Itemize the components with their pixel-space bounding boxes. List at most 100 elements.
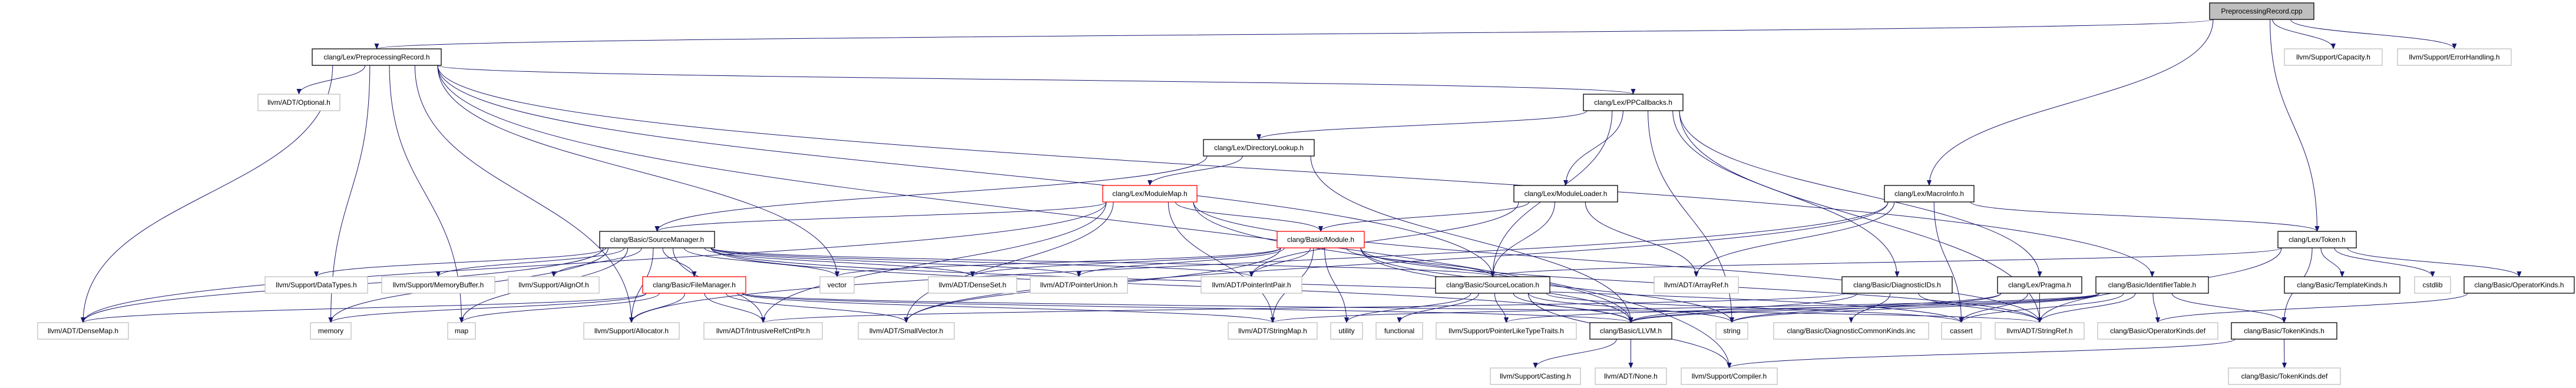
node-label: llvm/ADT/Optional.h bbox=[267, 98, 330, 107]
edge-modmap-to-smallvec bbox=[904, 201, 1114, 323]
edge-srcmgr-to-ptrintpair bbox=[710, 247, 1254, 277]
node-box bbox=[1595, 367, 1667, 385]
edge-dirlookup-to-llvmh bbox=[1310, 155, 1633, 323]
edge-idtable-to-stringref bbox=[2037, 293, 2136, 323]
graph-node-modmap[interactable]: clang/Lex/ModuleMap.h bbox=[1102, 185, 1198, 203]
graph-node-diagids[interactable]: clang/Basic/DiagnosticIDs.h bbox=[1841, 276, 1953, 294]
edge bbox=[1959, 293, 2124, 323]
edge-filemgr-to-stringref bbox=[742, 293, 2042, 323]
edge bbox=[2171, 293, 2287, 323]
node-label: clang/Basic/OperatorKinds.def bbox=[2110, 327, 2206, 335]
graph-node-arrayref: llvm/ADT/ArrayRef.h bbox=[1654, 276, 1739, 294]
node-box bbox=[599, 231, 715, 248]
node-label: clang/Basic/DiagnosticIDs.h bbox=[1853, 281, 1941, 289]
node-box bbox=[642, 276, 746, 294]
graph-node-errh: llvm/Support/ErrorHandling.h bbox=[2397, 48, 2512, 66]
edges bbox=[81, 19, 2522, 369]
graph-node-idtable[interactable]: clang/Basic/IdentifierTable.h bbox=[2095, 276, 2209, 294]
edge-cpp-to-prh bbox=[375, 19, 2214, 49]
graph-node-capacity: llvm/Support/Capacity.h bbox=[2284, 48, 2383, 66]
node-box bbox=[1654, 276, 1739, 294]
graph-node-srcloc[interactable]: clang/Basic/SourceLocation.h bbox=[1435, 276, 1550, 294]
edge-idtable-to-cassert bbox=[1959, 293, 2124, 323]
edge-diagids-to-irc bbox=[761, 293, 1846, 323]
graph-node-ptrunion: llvm/ADT/PointerUnion.h bbox=[1030, 276, 1128, 294]
edge bbox=[1397, 293, 1479, 323]
graph-node-llvmh[interactable]: clang/Basic/LLVM.h bbox=[1589, 322, 1672, 340]
graph-node-dirlookup[interactable]: clang/Lex/DirectoryLookup.h bbox=[1203, 139, 1315, 157]
node-box bbox=[257, 94, 340, 111]
graph-node-cpp[interactable]: PreprocessingRecord.cpp bbox=[2209, 2, 2314, 20]
node-box bbox=[858, 322, 955, 340]
graph-node-alignof: llvm/Support/AlignOf.h bbox=[508, 276, 600, 294]
graph-node-module[interactable]: clang/Basic/Module.h bbox=[1277, 231, 1365, 248]
graph-node-macroinfo[interactable]: clang/Lex/MacroInfo.h bbox=[1884, 185, 1975, 203]
graph-node-memory: memory bbox=[310, 322, 352, 340]
node-label: utility bbox=[1338, 327, 1354, 335]
node-box bbox=[1583, 94, 1684, 111]
node-label: llvm/Support/PointerLikeTypeTraits.h bbox=[1449, 327, 1564, 335]
graph-node-token[interactable]: clang/Lex/Token.h bbox=[2277, 231, 2357, 248]
node-label: clang/Lex/ModuleMap.h bbox=[1112, 190, 1187, 198]
edge-modloader-to-srcloc bbox=[1490, 201, 1555, 277]
edge bbox=[629, 293, 686, 323]
edge bbox=[904, 201, 1889, 323]
edge-prh-to-memory bbox=[328, 65, 371, 323]
graph-node-filemgr[interactable]: clang/Basic/FileManager.h bbox=[642, 276, 746, 294]
edge-modloader-to-module bbox=[1318, 201, 1530, 232]
edge bbox=[726, 293, 909, 323]
edge-modmap-to-srcmgr bbox=[654, 201, 1107, 232]
edge-cpp-to-capacity bbox=[2272, 19, 2336, 49]
node-box bbox=[583, 322, 680, 340]
graph-node-srcmgr[interactable]: clang/Basic/SourceManager.h bbox=[599, 231, 715, 248]
edge-prh-to-srcloc bbox=[437, 65, 1495, 277]
edge-dirlookup-to-srcmgr bbox=[654, 155, 1208, 232]
edge bbox=[1694, 201, 1895, 277]
edge bbox=[654, 201, 1107, 232]
graph-node-pragma[interactable]: clang/Lex/Pragma.h bbox=[1997, 276, 2082, 294]
node-box bbox=[2277, 231, 2357, 248]
edge-modmap-to-module bbox=[1175, 201, 1323, 232]
node-box bbox=[1995, 322, 2085, 340]
graph-node-stringmap: llvm/ADT/StringMap.h bbox=[1228, 322, 1318, 340]
edge bbox=[1679, 110, 2042, 277]
node-label: clang/Basic/TokenKinds.def bbox=[2241, 372, 2328, 380]
edge bbox=[1318, 201, 1530, 232]
node-box bbox=[1375, 322, 1423, 340]
edge-pragma-to-cassert bbox=[1959, 293, 2029, 323]
node-label: llvm/ADT/SmallVector.h bbox=[869, 327, 943, 335]
graph-node-prh[interactable]: clang/Lex/PreprocessingRecord.h bbox=[312, 48, 442, 66]
edge-idtable-to-pltt bbox=[1504, 293, 2100, 323]
node-label: llvm/ADT/StringMap.h bbox=[1238, 327, 1307, 335]
node-box bbox=[1436, 322, 1577, 340]
edge-idtable-to-llvmh bbox=[1628, 293, 2100, 323]
node-label: PreprocessingRecord.cpp bbox=[2221, 7, 2302, 15]
node-label: llvm/ADT/StringRef.h bbox=[2006, 327, 2072, 335]
edge bbox=[389, 65, 464, 323]
edge bbox=[1249, 247, 1311, 277]
edge-srcloc-to-pltt bbox=[1494, 293, 1509, 323]
edge-ppcb-to-pragma bbox=[1679, 110, 2042, 277]
node-label: llvm/ADT/PointerIntPair.h bbox=[1212, 281, 1291, 289]
graph-node-ppcb[interactable]: clang/Lex/PPCallbacks.h bbox=[1583, 94, 1684, 111]
edge-module-to-utility bbox=[1324, 247, 1349, 323]
edge bbox=[1256, 110, 1588, 140]
node-label: llvm/ADT/DenseMap.h bbox=[48, 327, 118, 335]
graph-node-functional: functional bbox=[1375, 322, 1423, 340]
edge-ppcb-to-dirlookup bbox=[1256, 110, 1588, 140]
edge bbox=[437, 65, 2155, 277]
graph-node-modloader[interactable]: clang/Lex/ModuleLoader.h bbox=[1513, 185, 1618, 203]
node-label: llvm/Support/MemoryBuffer.h bbox=[393, 281, 484, 289]
graph-node-opkinds[interactable]: clang/Basic/OperatorKinds.h bbox=[2463, 276, 2575, 294]
edge bbox=[1730, 293, 2100, 323]
graph-node-tmplkinds[interactable]: clang/Basic/TemplateKinds.h bbox=[2284, 276, 2400, 294]
node-label: clang/Lex/MacroInfo.h bbox=[1894, 190, 1964, 198]
edge bbox=[2290, 19, 2457, 49]
graph-node-tokkinds[interactable]: clang/Basic/TokenKinds.h bbox=[2231, 322, 2337, 340]
node-label: map bbox=[455, 327, 469, 335]
node-label: llvm/ADT/None.h bbox=[1604, 372, 1658, 380]
edge-tokkinds-to-compiler bbox=[1727, 339, 2236, 369]
edge-token-to-opkinds bbox=[2347, 247, 2522, 277]
node-box bbox=[1277, 231, 1365, 248]
edge-srcmgr-to-membuf bbox=[436, 247, 625, 277]
